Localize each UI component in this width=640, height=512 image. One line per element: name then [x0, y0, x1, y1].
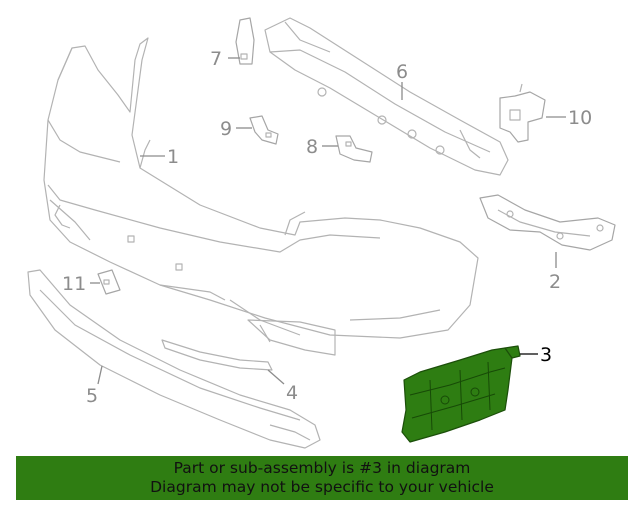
callout-10: 10	[568, 107, 592, 129]
callout-3: 3	[540, 344, 552, 366]
leader-line-5	[97, 365, 103, 385]
callout-1: 1	[167, 146, 179, 168]
bracket-8-part	[335, 135, 373, 163]
leader-line-4	[267, 369, 285, 385]
bracket-9-part	[249, 115, 279, 145]
callout-2: 2	[549, 271, 561, 293]
callout-4: 4	[286, 382, 298, 404]
callout-5: 5	[86, 385, 98, 407]
callout-6: 6	[396, 61, 408, 83]
callout-9: 9	[220, 118, 232, 140]
info-banner: Part or sub-assembly is #3 in diagram Di…	[16, 456, 628, 500]
banner-line-1: Part or sub-assembly is #3 in diagram	[173, 459, 471, 477]
bracket-10-part	[499, 83, 546, 143]
bumper-cover-part	[43, 37, 479, 356]
clip-11-part	[97, 269, 121, 295]
bumper-beam-part	[264, 17, 509, 176]
callout-8: 8	[306, 136, 318, 158]
callout-11: 11	[62, 273, 86, 295]
bracket-7-part	[235, 17, 255, 65]
trim-strip-part	[161, 339, 273, 371]
banner-line-2: Diagram may not be specific to your vehi…	[150, 478, 494, 496]
callout-7: 7	[210, 48, 222, 70]
callout-lines	[90, 57, 566, 385]
lower-valance-part	[27, 269, 321, 449]
parts-diagram: 1 2 3 4 5 6 7 8 9 10 11	[27, 17, 616, 449]
side-bracket-part	[479, 194, 616, 251]
highlighted-part-3	[401, 345, 521, 443]
